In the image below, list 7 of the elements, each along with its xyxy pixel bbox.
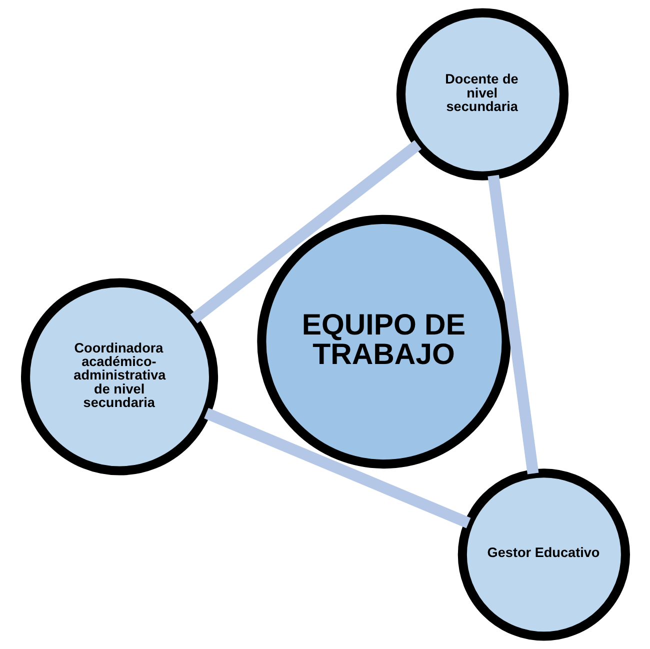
connector — [204, 408, 470, 528]
node-circle: Docente de nivel secundaria — [396, 8, 568, 180]
node-circle: EQUIPO DE TRABAJO — [256, 214, 510, 469]
connector — [487, 174, 538, 474]
node-circle: Gestor Educativo — [457, 468, 630, 641]
connector — [190, 140, 421, 324]
node-circle: Coordinadora académico-administrativa de nivel secundaria — [20, 278, 218, 476]
